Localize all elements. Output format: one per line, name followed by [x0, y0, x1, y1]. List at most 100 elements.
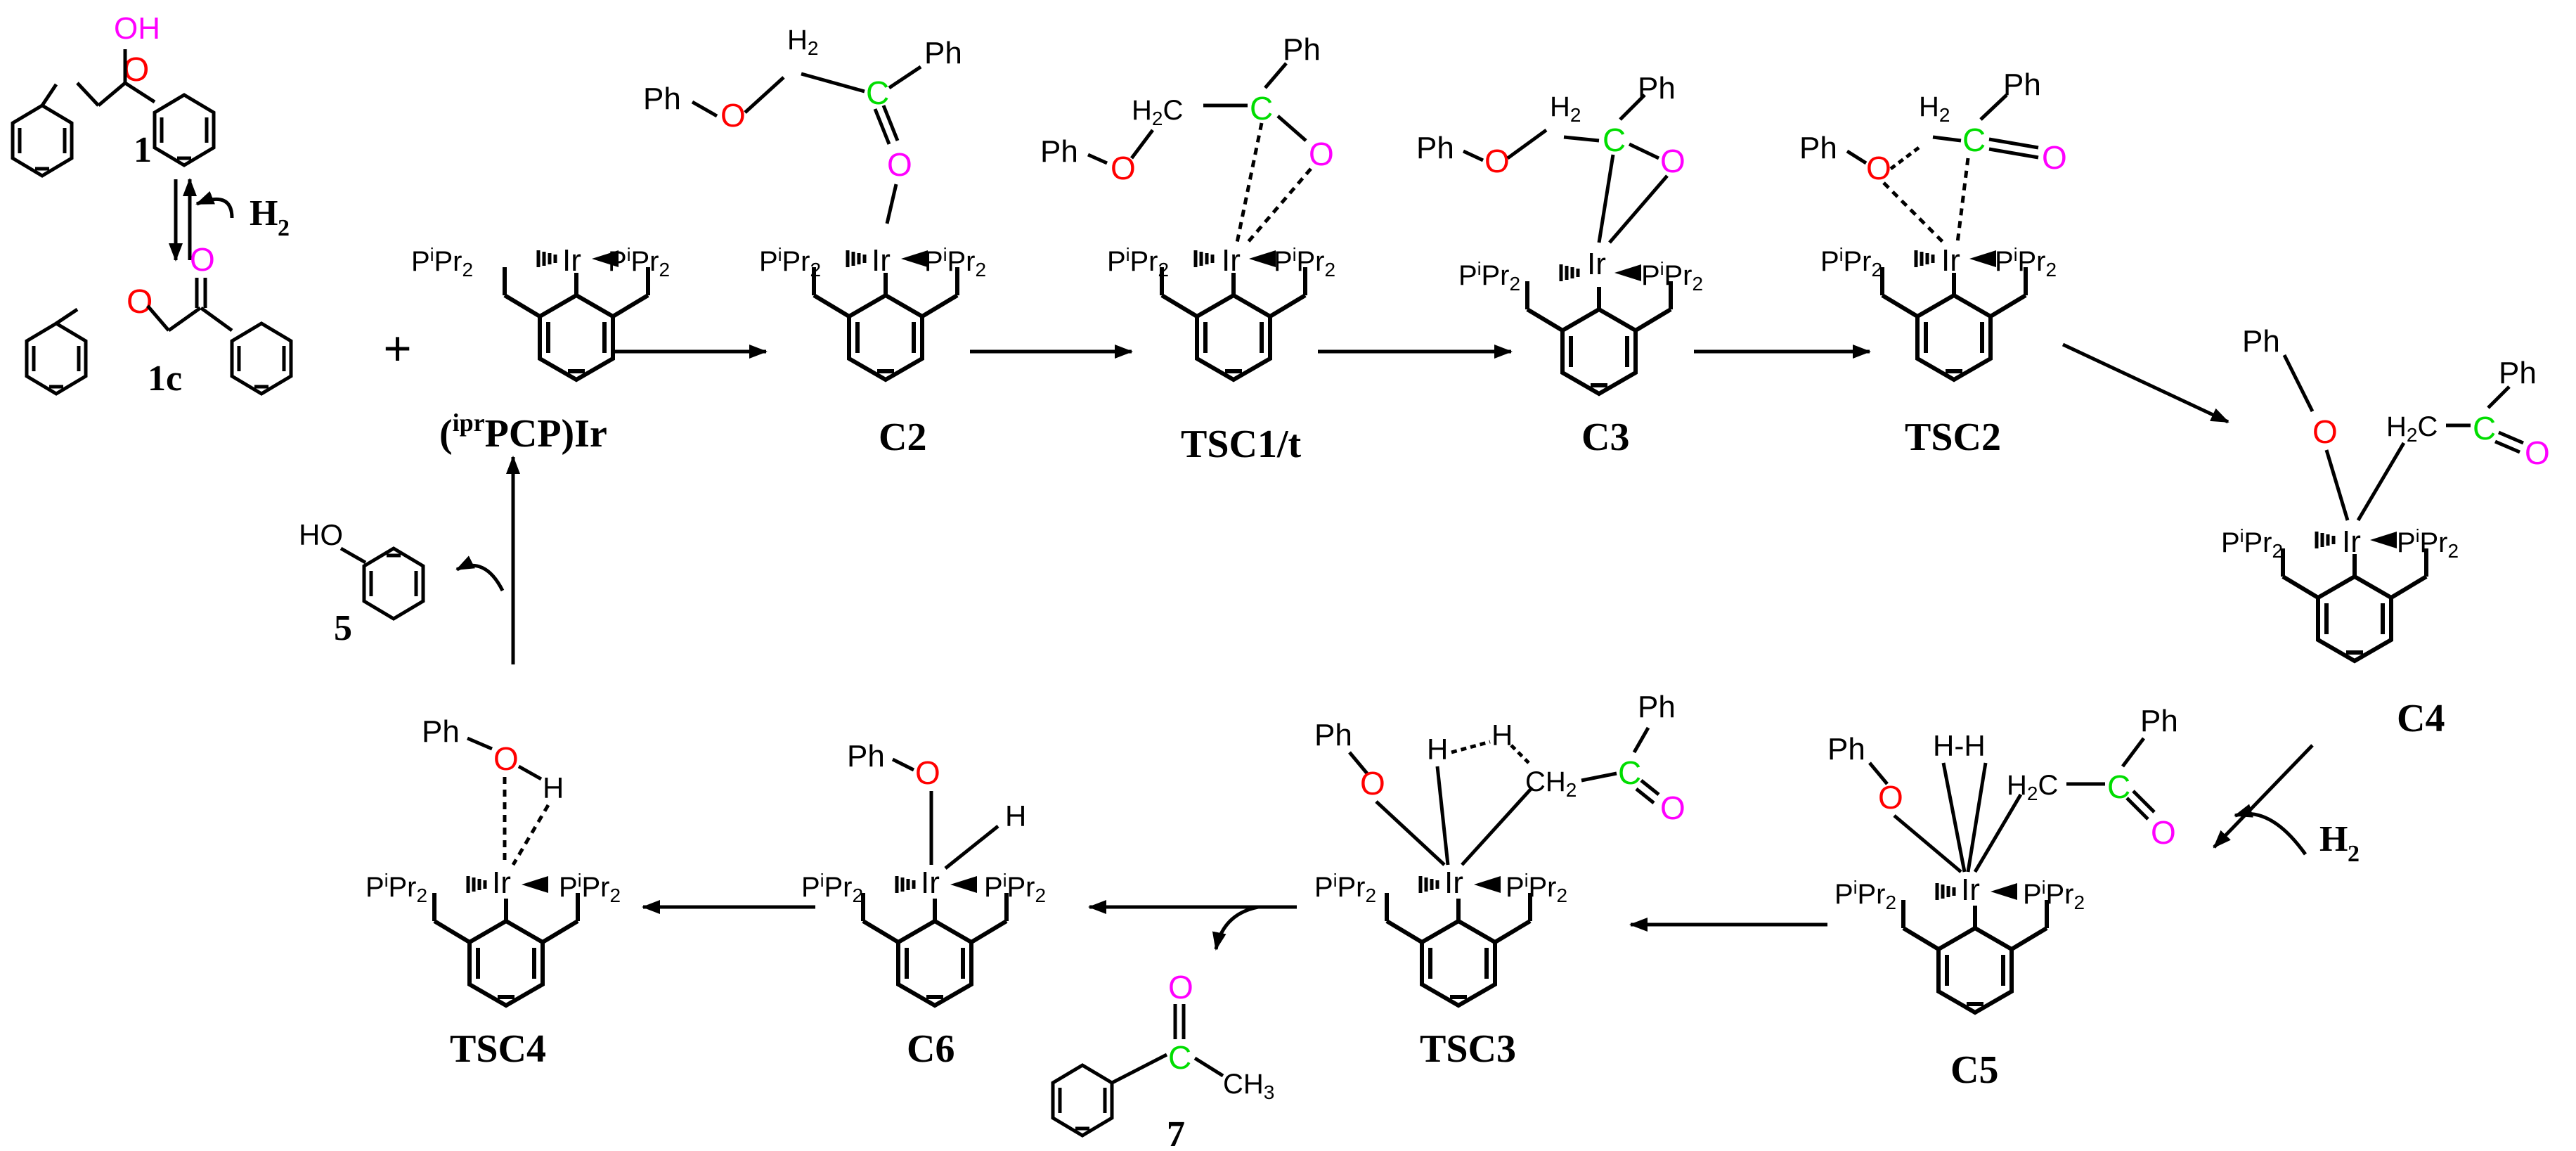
ch3-7: CH3 — [1223, 1069, 1274, 1103]
p-left-c4: PiPr2 — [2221, 525, 2283, 562]
carbonyl-oxygen-1c: O — [190, 241, 215, 278]
h2c-tsc1: H2C — [1132, 95, 1183, 129]
reaction-arrows — [455, 342, 2229, 951]
intermediate-c2: Ph O H2 C Ph O PiPr2 Ir PiPr2 C2 — [643, 25, 986, 459]
ph-c6: Ph — [847, 739, 885, 773]
c-tsc2: C — [1962, 122, 1986, 158]
o-c6: O — [915, 754, 940, 791]
ir-pcp: Ir — [562, 243, 581, 278]
tsc2-label: TSC2 — [1905, 416, 2001, 459]
p-right-c2: PiPr2 — [924, 244, 986, 281]
ph-c5: Ph — [1827, 732, 1865, 766]
c-c3: C — [1603, 122, 1626, 158]
p-right-c6: PiPr2 — [984, 870, 1046, 906]
intermediate-c3: Ph O H2 C Ph O PiPr2 Ir PiPr2 C3 — [1416, 71, 1703, 459]
ho-5: HO — [299, 518, 343, 551]
ph-tsc2: Ph — [1799, 131, 1837, 165]
h-tsc4: H — [543, 771, 564, 804]
o2-c4: O — [2525, 435, 2550, 471]
transition-state-tsc3: Ph O H H CH2 C Ph O PiPr2 Ir PiPr2 TSC3 — [1314, 690, 1685, 1071]
p-left-c2: PiPr2 — [759, 244, 821, 281]
compound-1-label: 1 — [134, 130, 152, 170]
p-left-tsc3: PiPr2 — [1314, 870, 1376, 906]
c-c2: C — [866, 75, 889, 111]
tsc1-label: TSC1/t — [1181, 423, 1301, 466]
o2-c2: O — [887, 146, 912, 183]
plus-sign: + — [383, 321, 412, 377]
p-right-tsc4: PiPr2 — [559, 870, 621, 906]
ir-c6: Ir — [921, 866, 940, 900]
ipr-pcp-ir-label: (iprPCP)Ir — [439, 409, 607, 456]
c-tsc1: C — [1250, 90, 1273, 127]
h2-label-right: H — [2319, 819, 2348, 859]
svg-text:2: 2 — [2348, 841, 2360, 867]
tsc3-label: TSC3 — [1420, 1027, 1516, 1071]
h2-c3: H2 — [1550, 91, 1581, 126]
o-c3: O — [1484, 143, 1510, 179]
transition-state-tsc4: Ph O H PiPr2 Ir PiPr2 TSC4 — [365, 714, 621, 1071]
c6-label: C6 — [907, 1027, 954, 1071]
h2-c2: H2 — [787, 25, 818, 59]
o2-c5: O — [2151, 814, 2176, 851]
p-right-pcp: PiPr2 — [608, 244, 670, 281]
compound-1c: O O 1c — [25, 241, 293, 399]
h2c-c5: H2C — [2007, 770, 2058, 804]
ipr-pcp-ir: PiPr2 Ir PiPr2 (iprPCP)Ir — [411, 243, 670, 456]
ph2-c5: Ph — [2140, 704, 2178, 738]
ph-c4: Ph — [2242, 324, 2280, 359]
ir-tsc4: Ir — [492, 866, 511, 900]
p-left-c5: PiPr2 — [1834, 877, 1896, 913]
c3-label: C3 — [1581, 416, 1629, 459]
compound-5-label: 5 — [334, 608, 352, 648]
intermediate-c5: Ph O H-H H2C C Ph O PiPr2 Ir PiPr2 C5 — [1827, 704, 2178, 1092]
o2-tsc3: O — [1660, 790, 1685, 826]
compound-1: O OH 1 — [11, 11, 216, 178]
h2-addition: H 2 — [2213, 744, 2360, 867]
ph-tsc1: Ph — [1040, 134, 1078, 169]
p-right-tsc3: PiPr2 — [1506, 870, 1567, 906]
c-tsc3: C — [1618, 754, 1641, 791]
o-c5: O — [1878, 779, 1903, 816]
p-left-tsc2: PiPr2 — [1820, 244, 1882, 281]
transition-state-tsc2: Ph O H2 C Ph O PiPr2 Ir PiPr2 TSC2 — [1799, 67, 2067, 459]
compound-1c-label: 1c — [148, 359, 182, 399]
intermediate-c6: Ph O H PiPr2 Ir PiPr2 C6 — [801, 739, 1046, 1071]
o-tsc4: O — [493, 740, 519, 777]
ph2-c2: Ph — [924, 36, 962, 70]
c2-label: C2 — [879, 416, 926, 459]
hydroxyl-1: OH — [114, 11, 160, 46]
p-left-c3: PiPr2 — [1458, 258, 1520, 295]
o2-c3: O — [1660, 143, 1685, 179]
o-tsc3: O — [1360, 765, 1385, 802]
c5-label: C5 — [1950, 1048, 1998, 1092]
equilibrium-arrows: H 2 — [169, 178, 290, 262]
o-tsc2: O — [1866, 150, 1891, 186]
tsc4-label: TSC4 — [450, 1027, 546, 1071]
ph2-tsc3: Ph — [1638, 690, 1676, 724]
o-7: O — [1168, 969, 1193, 1005]
p-left-pcp: PiPr2 — [411, 244, 473, 281]
ph2-tsc1: Ph — [1283, 32, 1321, 67]
h2-label-top: H — [250, 193, 278, 233]
ch2-tsc3: CH2 — [1525, 766, 1577, 801]
ir-c2: Ir — [872, 243, 891, 278]
ir-tsc3: Ir — [1444, 866, 1463, 900]
phenol-5: HO 5 — [299, 518, 425, 648]
p-right-c3: PiPr2 — [1641, 258, 1703, 295]
h2-tsc2: H2 — [1919, 91, 1950, 126]
p-left-tsc4: PiPr2 — [365, 870, 427, 906]
c-7: C — [1168, 1039, 1191, 1076]
svg-text:2: 2 — [278, 215, 290, 241]
p-right-tsc1: PiPr2 — [1274, 244, 1335, 281]
ph2-c4: Ph — [2499, 356, 2537, 390]
o-c2: O — [720, 97, 746, 134]
ir-c4: Ir — [2342, 525, 2361, 559]
p-left-tsc1: PiPr2 — [1107, 244, 1169, 281]
ph-tsc3: Ph — [1314, 718, 1352, 752]
ir-tsc2: Ir — [1941, 243, 1960, 278]
p-left-c6: PiPr2 — [801, 870, 863, 906]
p-right-tsc2: PiPr2 — [1995, 244, 2057, 281]
c-c4: C — [2473, 410, 2496, 446]
h2c-c4: H2C — [2386, 411, 2438, 446]
compound-7-label: 7 — [1167, 1114, 1185, 1151]
